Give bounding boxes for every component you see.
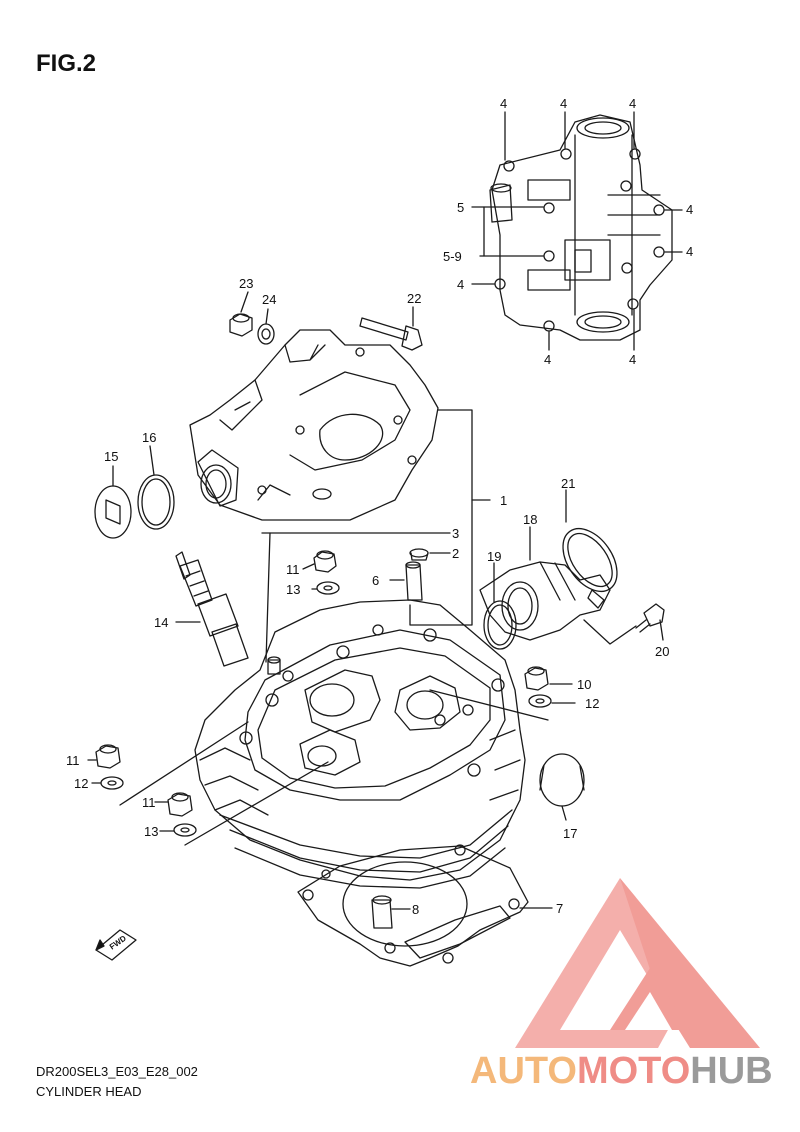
dowel-8 — [371, 895, 393, 929]
callout-label: 3 — [452, 526, 459, 541]
callout-label: 4 — [560, 96, 567, 111]
watermark-part-hub: HUB — [690, 1050, 773, 1092]
callout-label: 7 — [556, 901, 563, 916]
clamp-21 — [562, 528, 618, 609]
callout-label: 13 — [286, 582, 300, 597]
nut-11-lower — [167, 792, 193, 817]
callout-label: 20 — [655, 644, 669, 659]
callout-label: 1 — [500, 493, 507, 508]
o-ring-16 — [137, 474, 175, 530]
washer-24 — [257, 323, 275, 345]
callout-label: 5-9 — [443, 249, 462, 264]
callout-label: 4 — [686, 244, 693, 259]
callout-label: 2 — [452, 546, 459, 561]
intake-pipe-18 — [479, 561, 611, 641]
watermark-part-auto: AUTO — [470, 1050, 577, 1092]
callout-label: 11 — [66, 753, 80, 768]
plug-cap-17 — [539, 753, 585, 807]
o-ring-19 — [483, 600, 517, 650]
head-cover — [189, 329, 439, 521]
callout-label: 17 — [563, 826, 577, 841]
callout-label: 8 — [412, 902, 419, 917]
callout-label: 18 — [523, 512, 537, 527]
plug-15 — [94, 485, 132, 539]
callout-label: 4 — [544, 352, 551, 367]
callout-label: 11 — [142, 795, 156, 810]
callout-label: 14 — [154, 615, 168, 630]
watermark-logo — [515, 878, 760, 1048]
callout-label: 19 — [487, 549, 501, 564]
washer-12-left — [100, 776, 124, 790]
callout-label: 4 — [500, 96, 507, 111]
valve-seal-2 — [409, 548, 429, 561]
fwd-arrow-icon: FWD — [95, 929, 137, 961]
nut-11-left — [95, 744, 121, 769]
washer-12-right — [528, 694, 552, 708]
inset-leaders — [471, 111, 683, 351]
bolt-20 — [635, 603, 665, 633]
cylinder-head — [194, 599, 526, 889]
valve-guide-6 — [405, 561, 423, 601]
nut-11-top — [313, 550, 337, 573]
spark-plug-14 — [175, 551, 249, 667]
dowel-3 — [267, 656, 281, 675]
watermark-text: AUTOMOTOHUB — [470, 1050, 773, 1093]
callout-label: 11 — [286, 562, 300, 577]
diagram-name: CYLINDER HEAD — [36, 1084, 142, 1099]
callout-label: 15 — [104, 449, 118, 464]
callout-label: 12 — [585, 696, 599, 711]
washer-13-top — [316, 581, 340, 595]
main-leaders — [87, 291, 664, 910]
callout-label: 4 — [629, 352, 636, 367]
callout-label: 6 — [372, 573, 379, 588]
callout-label: 4 — [629, 96, 636, 111]
callout-label: 21 — [561, 476, 575, 491]
watermark-part-moto: MOTO — [576, 1050, 691, 1092]
nut-23 — [229, 313, 253, 337]
callout-label: 13 — [144, 824, 158, 839]
callout-label: 5 — [457, 200, 464, 215]
head-cover-inset — [489, 114, 673, 341]
inset-callouts: 4 4 4 5 4 5-9 4 4 4 4 — [443, 96, 693, 367]
callout-label: 10 — [577, 677, 591, 692]
callout-label: 16 — [142, 430, 156, 445]
bolt-22 — [359, 317, 423, 351]
diagram-code: DR200SEL3_E03_E28_002 — [36, 1064, 198, 1079]
callout-label: 22 — [407, 291, 421, 306]
washer-13-lower — [173, 823, 197, 837]
figure-title: FIG.2 — [36, 50, 97, 77]
callout-label: 4 — [457, 277, 464, 292]
callout-label: 12 — [74, 776, 88, 791]
nut-10 — [524, 666, 549, 691]
main-callouts: 23 24 22 15 16 1 3 2 11 13 6 21 18 19 14… — [66, 276, 669, 917]
callout-label: 24 — [262, 292, 276, 307]
callout-label: 4 — [686, 202, 693, 217]
callout-label: 23 — [239, 276, 253, 291]
gasket-7 — [297, 844, 529, 967]
